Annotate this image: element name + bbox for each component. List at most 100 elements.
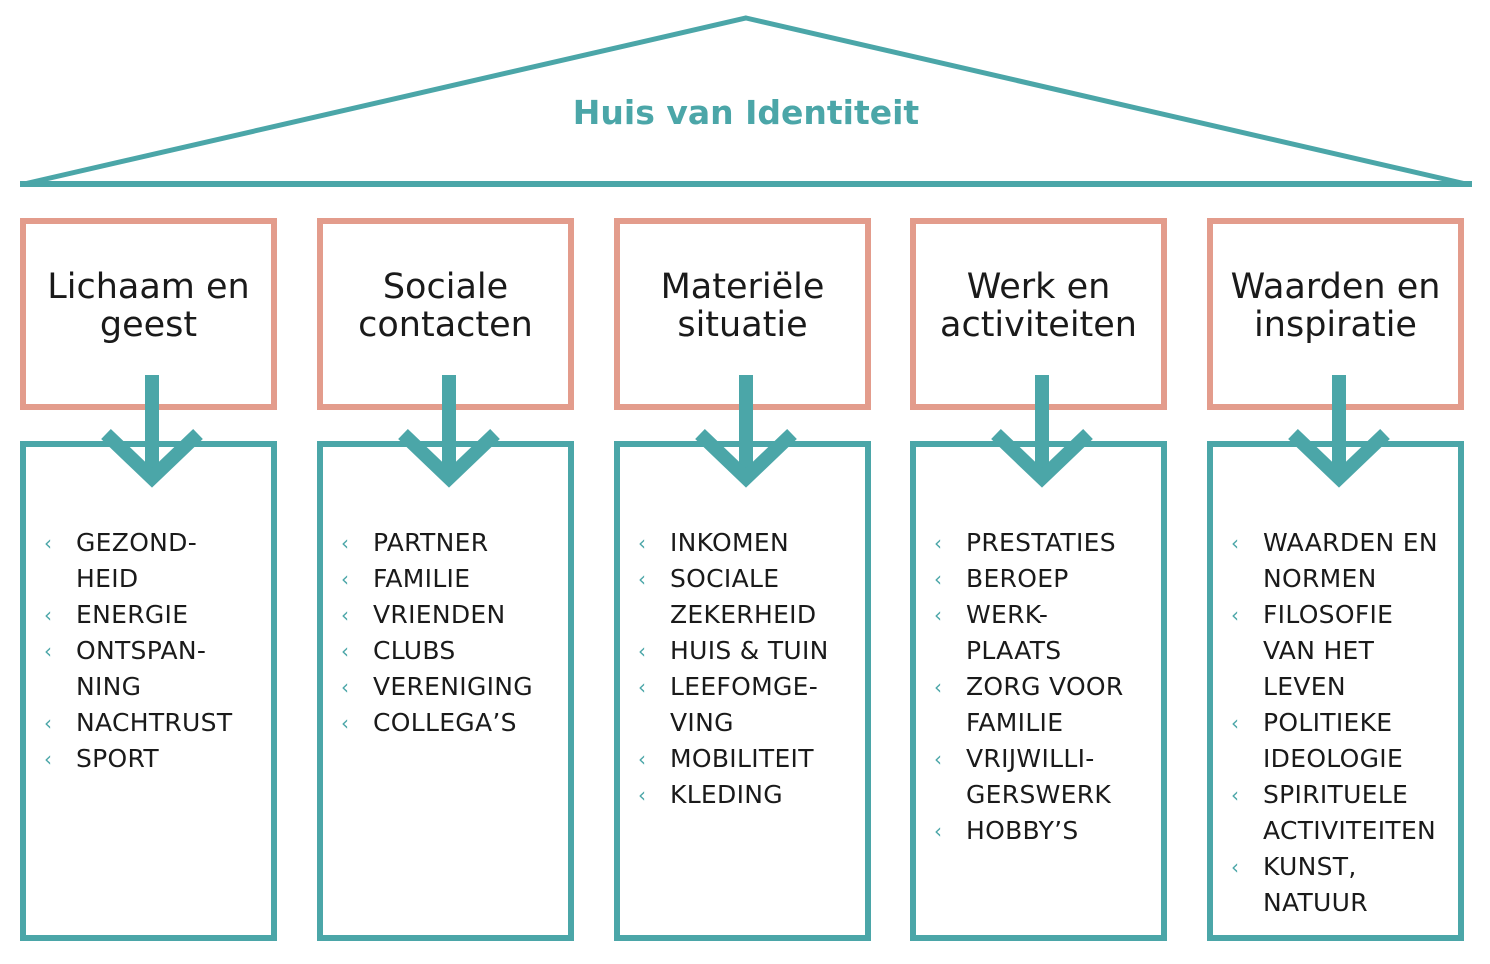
- list-item: ‹ WERK- PLAATS: [934, 597, 1157, 669]
- list-item: ‹ONTSPAN- NING: [44, 633, 267, 705]
- pillar-title: Lichaam en geest: [47, 267, 250, 345]
- list-item: ‹ FAMILIE: [341, 561, 564, 597]
- list-item-label: VERENIGING: [373, 672, 533, 701]
- list-item-label: FILOSOFIE VAN HET LEVEN: [1263, 600, 1394, 701]
- pillar-title: Werk en activiteiten: [940, 267, 1137, 345]
- list-item: ‹ SPIRITUELE ACTIVITEITEN: [1231, 777, 1454, 849]
- list-item: ‹ CLUBS: [341, 633, 564, 669]
- list-item: ‹ ENERGIE: [44, 597, 267, 633]
- chevron-left-icon: ‹: [934, 531, 943, 555]
- list-item-label: PRESTATIES: [966, 528, 1116, 557]
- list-item: ‹ LEEFOMGE- VING: [638, 669, 861, 741]
- list-item-label: ZORG VOOR FAMILIE: [966, 672, 1124, 737]
- chevron-left-icon: ‹: [44, 531, 53, 555]
- list-item-label: FAMILIE: [373, 564, 471, 593]
- list-item-label: COLLEGA’S: [373, 708, 517, 737]
- list-item: ‹ BEROEP: [934, 561, 1157, 597]
- list-item-label: ONTSPAN- NING: [76, 636, 207, 701]
- list-item: ‹ VRIENDEN: [341, 597, 564, 633]
- list-item: ‹PARTNER: [341, 525, 564, 561]
- list-item-label: WERK- PLAATS: [966, 600, 1062, 665]
- list-item: ‹ NACHTRUST: [44, 705, 267, 741]
- chevron-left-icon: ‹: [1231, 531, 1240, 555]
- list-item-label: BEROEP: [966, 564, 1069, 593]
- list-item-label: MOBILITEIT: [670, 744, 814, 773]
- list-item: ‹ VERENIGING: [341, 669, 564, 705]
- list-item: ‹ COLLEGA’S: [341, 705, 564, 741]
- chevron-left-icon: ‹: [341, 531, 350, 555]
- list-item: ‹ HOBBY’S: [934, 813, 1157, 849]
- list-item-label: HOBBY’S: [966, 816, 1079, 845]
- pillar-header-box: Materiële situatie: [614, 218, 871, 410]
- chevron-left-icon: ‹: [44, 711, 53, 735]
- chevron-left-icon: ‹: [934, 567, 943, 591]
- pillar-content-box: ‹PARTNER‹FAMILIE‹VRIENDEN‹CLUBS‹VERENIGI…: [317, 441, 574, 941]
- list-item: ‹ KLEDING: [638, 777, 861, 813]
- chevron-left-icon: ‹: [341, 603, 350, 627]
- list-item-label: GEZOND- HEID: [76, 528, 198, 593]
- list-item: ‹ FILOSOFIE VAN HET LEVEN: [1231, 597, 1454, 705]
- list-item: ‹ HUIS & TUIN: [638, 633, 861, 669]
- chevron-left-icon: ‹: [44, 603, 53, 627]
- chevron-left-icon: ‹: [1231, 711, 1240, 735]
- chevron-left-icon: ‹: [934, 747, 943, 771]
- list-item: ‹ VRIJWILLI- GERSWERK: [934, 741, 1157, 813]
- item-list: ‹INKOMEN‹SOCIALE ZEKERHEID‹HUIS & TUIN‹L…: [638, 525, 861, 813]
- list-item-label: VRIENDEN: [373, 600, 506, 629]
- pillar-header-box: Sociale contacten: [317, 218, 574, 410]
- list-item-label: KUNST, NATUUR: [1263, 852, 1368, 917]
- pillar-title: Waarden en inspiratie: [1230, 267, 1441, 345]
- pillar-title: Materiële situatie: [660, 267, 825, 345]
- list-item-label: LEEFOMGE- VING: [670, 672, 819, 737]
- pillar-content-box: ‹ WAARDEN EN NORMEN ‹ FILOSOFIE VAN HET LEV…: [1207, 441, 1464, 941]
- pillar-header-box: Lichaam en geest: [20, 218, 277, 410]
- chevron-left-icon: ‹: [638, 747, 647, 771]
- list-item-label: WAARDEN EN NORMEN: [1263, 528, 1438, 593]
- item-list: ‹ PRESTATIES ‹ BEROEP ‹ WERK- PLAATS ‹ ZORG VOO…: [934, 525, 1157, 849]
- list-item: ‹ WAARDEN EN NORMEN: [1231, 525, 1454, 597]
- chevron-left-icon: ‹: [341, 675, 350, 699]
- list-item: ‹ INKOMEN: [638, 525, 861, 561]
- pillar-header-box: Werk en activiteiten: [910, 218, 1167, 410]
- chevron-left-icon: ‹: [341, 567, 350, 591]
- chevron-left-icon: ‹: [934, 675, 943, 699]
- chevron-left-icon: ‹: [1231, 855, 1240, 879]
- list-item-label: KLEDING: [670, 780, 783, 809]
- list-item-label: VRIJWILLI- GERSWERK: [966, 744, 1112, 809]
- pillar-content-box: ‹INKOMEN‹SOCIALE ZEKERHEID‹HUIS & TUIN‹L…: [614, 441, 871, 941]
- chevron-left-icon: ‹: [638, 675, 647, 699]
- item-list: ‹ WAARDEN EN NORMEN ‹ FILOSOFIE VAN HET LEV…: [1231, 525, 1454, 921]
- list-item: ‹SOCIALE ZEKERHEID: [638, 561, 861, 633]
- list-item-label: SPIRITUELE ACTIVITEITEN: [1263, 780, 1437, 845]
- list-item: ‹ GEZOND- HEID: [44, 525, 267, 597]
- chevron-left-icon: ‹: [1231, 603, 1240, 627]
- list-item-label: SPORT: [76, 744, 159, 773]
- list-item: ‹ KUNST, NATUUR: [1231, 849, 1454, 921]
- chevron-left-icon: ‹: [638, 639, 647, 663]
- pillar-title: Sociale contacten: [358, 267, 533, 345]
- item-list: ‹GEZOND- HEID‹ENERGIE‹ONTSPAN- NING‹NACH…: [44, 525, 267, 777]
- chevron-left-icon: ‹: [934, 819, 943, 843]
- chevron-left-icon: ‹: [1231, 783, 1240, 807]
- pillar-content-box: ‹GEZOND- HEID‹ENERGIE‹ONTSPAN- NING‹NACH…: [20, 441, 277, 941]
- chevron-left-icon: ‹: [341, 639, 350, 663]
- item-list: ‹PARTNER‹FAMILIE‹VRIENDEN‹CLUBS‹VERENIGI…: [341, 525, 564, 741]
- chevron-left-icon: ‹: [638, 783, 647, 807]
- chevron-left-icon: ‹: [44, 747, 53, 771]
- chevron-left-icon: ‹: [638, 531, 647, 555]
- list-item-label: HUIS & TUIN: [670, 636, 829, 665]
- pillar-header-box: Waarden en inspiratie: [1207, 218, 1464, 410]
- chevron-left-icon: ‹: [934, 603, 943, 627]
- diagram-title: Huis van Identiteit: [573, 93, 920, 132]
- list-item: ‹POLITIEKE IDEOLOGIE: [1231, 705, 1454, 777]
- list-item-label: NACHTRUST: [76, 708, 233, 737]
- list-item-label: SOCIALE ZEKERHEID: [670, 564, 817, 629]
- list-item-label: ENERGIE: [76, 600, 189, 629]
- list-item: ‹ MOBILITEIT: [638, 741, 861, 777]
- list-item: ‹ ZORG VOOR FAMILIE: [934, 669, 1157, 741]
- list-item-label: CLUBS: [373, 636, 456, 665]
- chevron-left-icon: ‹: [341, 711, 350, 735]
- list-item: ‹ SPORT: [44, 741, 267, 777]
- list-item-label: INKOMEN: [670, 528, 789, 557]
